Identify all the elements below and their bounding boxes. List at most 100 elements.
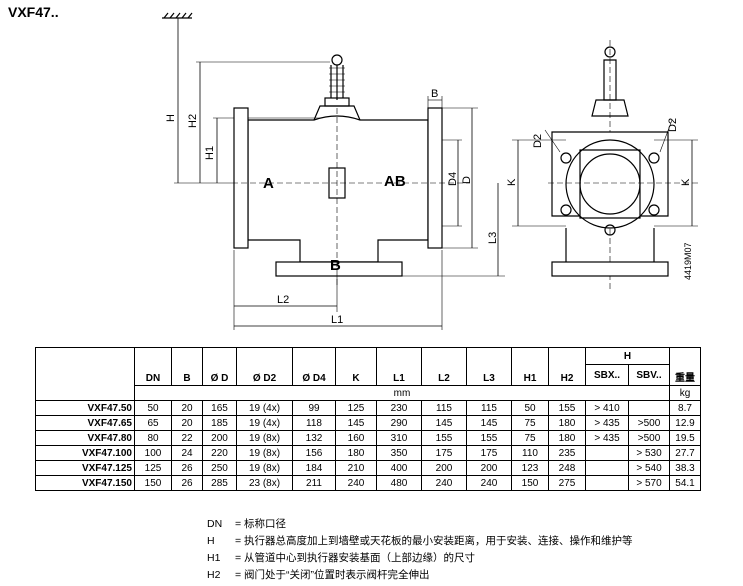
col-header-d4: Ø D4 — [292, 347, 336, 386]
dim-h2-label: H2 — [187, 114, 199, 128]
col-header-h2: H2 — [548, 347, 586, 386]
model-cell: VXF47.65 — [35, 415, 135, 431]
model-cell: VXF47.80 — [35, 430, 135, 446]
dim-h-label: H — [165, 114, 177, 122]
cell-d2: 19 (4x) — [236, 415, 293, 431]
col-header-sbv: SBV.. — [628, 364, 670, 386]
col-group-h: H — [585, 347, 670, 365]
cell-dn: 50 — [134, 400, 172, 416]
cell-k: 145 — [335, 415, 377, 431]
cell-l3: 145 — [466, 415, 512, 431]
cell-d4: 118 — [292, 415, 336, 431]
dim-d2-right-label: D2 — [667, 118, 679, 132]
col-header-l2: L2 — [421, 347, 467, 386]
col-header-d: Ø D — [202, 347, 237, 386]
cell-sbx: > 435 — [585, 430, 629, 446]
cell-h2: 235 — [548, 445, 586, 461]
legend-row: H2= 阀门处于“关闭”位置时表示阀杆完全伸出 — [207, 569, 430, 581]
dim-l2-label: L2 — [277, 294, 289, 306]
cell-b: 26 — [171, 475, 203, 491]
cell-d4: 211 — [292, 475, 336, 491]
cell-h1: 75 — [511, 415, 549, 431]
cell-l2: 145 — [421, 415, 467, 431]
dim-d-label: D — [461, 176, 473, 184]
cell-l3: 240 — [466, 475, 512, 491]
cell-l1: 310 — [376, 430, 422, 446]
document-id: 4419M07 — [683, 242, 693, 280]
cell-h1: 75 — [511, 430, 549, 446]
cell-d2: 19 (4x) — [236, 400, 293, 416]
cell-w: 8.7 — [669, 400, 701, 416]
cell-sbx — [585, 445, 629, 461]
cell-d: 165 — [202, 400, 237, 416]
cell-b: 26 — [171, 460, 203, 476]
cell-b: 22 — [171, 430, 203, 446]
col-header-l1: L1 — [376, 347, 422, 386]
cell-dn: 100 — [134, 445, 172, 461]
cell-h1: 110 — [511, 445, 549, 461]
cell-d4: 184 — [292, 460, 336, 476]
model-cell: VXF47.50 — [35, 400, 135, 416]
cell-l3: 115 — [466, 400, 512, 416]
legend-row: H= 执行器总高度加上到墙壁或天花板的最小安装距离，用于安装、连接、操作和维护等 — [207, 535, 633, 547]
cell-b: 20 — [171, 400, 203, 416]
cell-b: 24 — [171, 445, 203, 461]
col-header-l3: L3 — [466, 347, 512, 386]
cell-l3: 175 — [466, 445, 512, 461]
cell-w: 54.1 — [669, 475, 701, 491]
dim-h1-label: H1 — [204, 146, 216, 160]
col-header-b: B — [171, 347, 203, 386]
cell-sbv: >500 — [628, 430, 670, 446]
dim-d4-label: D4 — [447, 172, 459, 186]
cell-h2: 275 — [548, 475, 586, 491]
cell-d: 185 — [202, 415, 237, 431]
cell-dn: 80 — [134, 430, 172, 446]
cell-d4: 156 — [292, 445, 336, 461]
dim-k-right-label: K — [680, 178, 692, 186]
cell-d: 250 — [202, 460, 237, 476]
cell-d: 220 — [202, 445, 237, 461]
cell-k: 210 — [335, 460, 377, 476]
cell-dn: 150 — [134, 475, 172, 491]
cell-l3: 200 — [466, 460, 512, 476]
cell-l1: 290 — [376, 415, 422, 431]
cell-d4: 99 — [292, 400, 336, 416]
page-title: VXF47.. — [8, 4, 59, 20]
port-a-label: A — [263, 175, 274, 192]
col-header-dn: DN — [134, 347, 172, 386]
cell-h2: 180 — [548, 415, 586, 431]
cell-sbv: > 570 — [628, 475, 670, 491]
cell-sbv — [628, 400, 670, 416]
cell-sbv: > 540 — [628, 460, 670, 476]
cell-b: 20 — [171, 415, 203, 431]
legend-row: DN= 标称口径 — [207, 518, 287, 530]
cell-l1: 350 — [376, 445, 422, 461]
col-header-k: K — [335, 347, 377, 386]
cell-dn: 65 — [134, 415, 172, 431]
cell-d: 200 — [202, 430, 237, 446]
cell-l2: 115 — [421, 400, 467, 416]
legend: DN= 标称口径 H= 执行器总高度加上到墙壁或天花板的最小安装距离，用于安装、… — [207, 516, 633, 584]
dim-k-label: K — [506, 178, 518, 186]
cell-d2: 19 (8x) — [236, 445, 293, 461]
cell-w: 19.5 — [669, 430, 701, 446]
col-header-d2: Ø D2 — [236, 347, 293, 386]
cell-l1: 230 — [376, 400, 422, 416]
side-view — [512, 40, 700, 290]
cell-h1: 150 — [511, 475, 549, 491]
cell-d4: 132 — [292, 430, 336, 446]
cell-sbx — [585, 460, 629, 476]
col-header-h1: H1 — [511, 347, 549, 386]
cell-k: 125 — [335, 400, 377, 416]
cell-l2: 200 — [421, 460, 467, 476]
cell-k: 240 — [335, 475, 377, 491]
col-header-sbx: SBX.. — [585, 364, 629, 386]
unit-kg: kg — [669, 385, 701, 401]
model-cell: VXF47.150 — [35, 475, 135, 491]
cell-h2: 155 — [548, 400, 586, 416]
